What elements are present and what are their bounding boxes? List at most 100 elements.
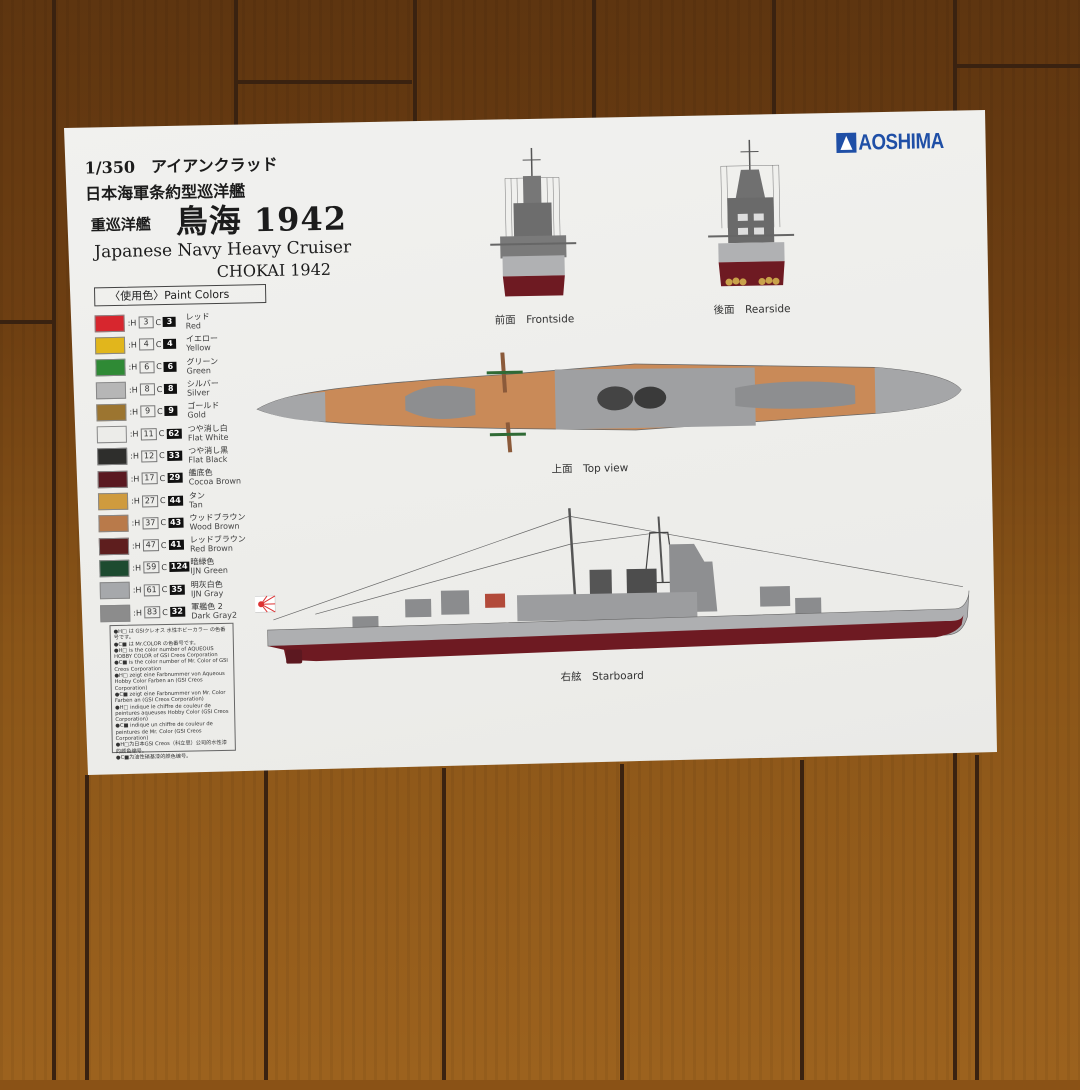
ship-top-view <box>254 344 966 458</box>
paint-swatch <box>97 448 127 466</box>
hobby-color-code: 9 <box>140 406 155 418</box>
hobby-color-code: 27 <box>142 495 158 507</box>
paint-swatch <box>99 560 129 578</box>
title-jp: 鳥海 1942 <box>175 193 347 242</box>
paint-name-en: Wood Brown <box>190 521 246 531</box>
mr-color-code: 124 <box>169 562 190 572</box>
paint-name-jp: つや消し白 <box>188 423 229 433</box>
paint-name-en: Flat Black <box>188 455 228 465</box>
type-jp: 重巡洋艦 <box>91 213 151 235</box>
hobby-color-code: 59 <box>143 562 159 574</box>
paint-swatch <box>97 426 127 444</box>
paint-swatch <box>99 537 129 555</box>
mr-color-code: 41 <box>168 540 183 550</box>
paint-swatch <box>96 381 126 399</box>
mr-color-code: 44 <box>167 495 182 505</box>
ship-rear-view <box>704 139 797 293</box>
paint-swatch <box>95 359 125 377</box>
hobby-color-code: 11 <box>140 428 156 440</box>
paint-name-en: Flat White <box>188 432 229 442</box>
mr-color-code: 29 <box>167 473 182 483</box>
paint-swatch <box>98 493 128 511</box>
paint-name-en: Cocoa Brown <box>189 477 241 487</box>
mr-color-code: 4 <box>163 339 176 349</box>
paint-name-en: Red <box>186 321 210 330</box>
hobby-color-code: 47 <box>143 539 159 551</box>
paint-name-en: Green <box>187 366 219 376</box>
paint-name-en: Gold <box>187 410 219 420</box>
mr-color-code: 35 <box>169 584 184 594</box>
aoshima-mark-icon <box>836 133 856 153</box>
paint-name-jp: 明灰白色 <box>191 580 224 590</box>
paint-swatch <box>98 515 128 533</box>
mr-color-code: 33 <box>167 451 182 461</box>
paint-name-jp: シルバー <box>187 379 219 389</box>
title-en: Japanese Navy Heavy Cruiser <box>94 237 351 262</box>
paint-swatch <box>95 337 125 355</box>
color-code-notes: ●H□ は GSIクレオス 水性ホビーカラー の色番号です。●C■ は Mr.C… <box>109 623 235 753</box>
caption-starboard: 右舷 Starboard <box>560 668 644 685</box>
paint-swatch <box>96 404 126 422</box>
ship-front-view <box>486 147 579 301</box>
paint-name-en: IJN Green <box>190 566 228 576</box>
note-line: ●H□ zeigt eine Farbnummer von Aqueous Ho… <box>114 671 230 692</box>
paint-name-en: Silver <box>187 388 219 398</box>
caption-rearside: 後面 Rearside <box>713 301 790 317</box>
paint-name-en: Red Brown <box>190 544 246 554</box>
ship-name-en: CHOKAI 1942 <box>217 260 332 281</box>
paint-name-en: Yellow <box>186 343 218 353</box>
mr-color-code: 9 <box>165 406 178 416</box>
caption-top-view: 上面 Top view <box>551 460 628 476</box>
paint-name-jp: レッド <box>185 312 209 321</box>
mr-color-code: 8 <box>164 384 177 394</box>
scale-line: 1/350 アイアンクラッド <box>84 151 277 179</box>
hobby-color-code: 37 <box>142 517 158 529</box>
hobby-color-code: 6 <box>139 361 154 373</box>
paint-name-jp: タン <box>189 491 205 500</box>
paint-swatch <box>95 314 125 332</box>
hobby-color-code: 61 <box>143 584 159 596</box>
note-line: ●C■为油性硝基漆的颜色编号。 <box>116 753 232 762</box>
rising-sun-flag-icon <box>253 596 275 612</box>
paint-swatch <box>98 470 128 488</box>
paint-name-en: Tan <box>189 500 205 509</box>
ship-starboard-view <box>253 497 972 671</box>
hobby-color-code: 3 <box>138 316 153 328</box>
mr-color-code: 6 <box>164 362 177 372</box>
paint-name-jp: グリーン <box>186 357 218 367</box>
hobby-color-code: 12 <box>141 450 157 462</box>
mr-color-code: 43 <box>168 517 183 527</box>
hobby-color-code: 4 <box>139 339 154 351</box>
paint-name-en: Dark Gray2 <box>191 611 237 621</box>
paint-swatch <box>100 604 130 622</box>
